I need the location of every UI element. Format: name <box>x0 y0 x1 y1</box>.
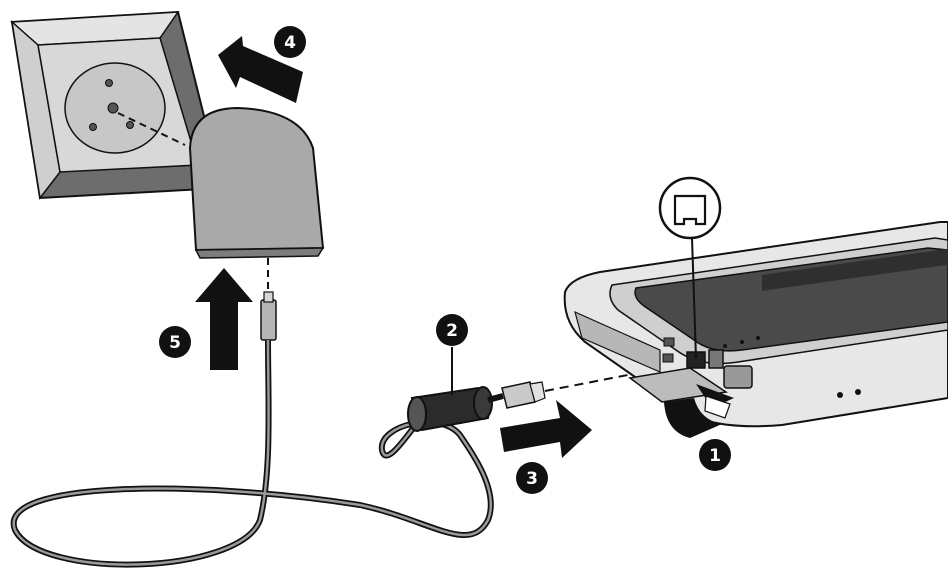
callout-2: 2 <box>436 314 468 346</box>
country-adapter <box>188 106 325 259</box>
alignment-line-socket <box>117 112 186 146</box>
indicator-light-1 <box>723 344 727 348</box>
tablet-front-vent <box>762 248 948 291</box>
callout-4: 4 <box>274 26 306 58</box>
jack-icon-circle <box>658 176 722 240</box>
cable-core <box>12 339 493 566</box>
callout-2-label: 2 <box>446 321 458 341</box>
ferrite-core-far-end <box>473 386 493 420</box>
rj11-jack-icon <box>673 194 707 226</box>
arrow-insert-adapter-to-wall <box>218 36 303 103</box>
port-slot-upper <box>663 337 675 347</box>
audio-jack-2 <box>855 389 861 395</box>
callout-5-label: 5 <box>169 333 181 353</box>
wall-jack <box>10 10 224 200</box>
socket-pin-left <box>89 123 97 131</box>
rj11-plug-tip <box>263 291 274 303</box>
callout-4-label: 4 <box>284 33 296 53</box>
callout-3: 3 <box>516 462 548 494</box>
rj11-jack-icon-callout <box>658 176 722 359</box>
tablet-pc <box>563 221 948 428</box>
indicator-light-2 <box>740 340 744 344</box>
port-external <box>723 365 753 389</box>
curved-arrow-highlight <box>704 395 731 419</box>
cable-segment-to-plug <box>487 393 504 403</box>
arrow-insert-plug-into-computer <box>500 400 592 458</box>
callout-1: 1 <box>699 439 731 471</box>
callout-3-label: 3 <box>526 469 538 489</box>
socket-pin-center <box>107 102 119 114</box>
port-cover-door <box>628 367 729 403</box>
socket-pin-top <box>105 79 113 87</box>
arrow-open-port-cover <box>664 384 734 438</box>
callout-5: 5 <box>159 326 191 358</box>
audio-jack-1 <box>837 392 843 398</box>
rj11-plug-adapter-end <box>260 299 277 341</box>
arrow-insert-plug-into-adapter <box>195 268 253 370</box>
rj11-plug-computer-tip <box>529 381 546 403</box>
callout-1-label: 1 <box>709 446 721 466</box>
rj45-network-jack <box>708 349 724 369</box>
jack-icon-leader-line <box>691 237 697 359</box>
curved-arrow-body <box>664 398 722 438</box>
tablet-side-panel <box>574 310 661 373</box>
socket-pin-right <box>126 121 134 129</box>
noise-suppression-circuitry <box>407 381 546 432</box>
adapter-base <box>194 247 325 259</box>
port-slot-middle <box>662 353 674 363</box>
adapter-body <box>188 106 325 252</box>
ferrite-core-end <box>407 396 427 432</box>
indicator-light-3 <box>756 336 760 340</box>
